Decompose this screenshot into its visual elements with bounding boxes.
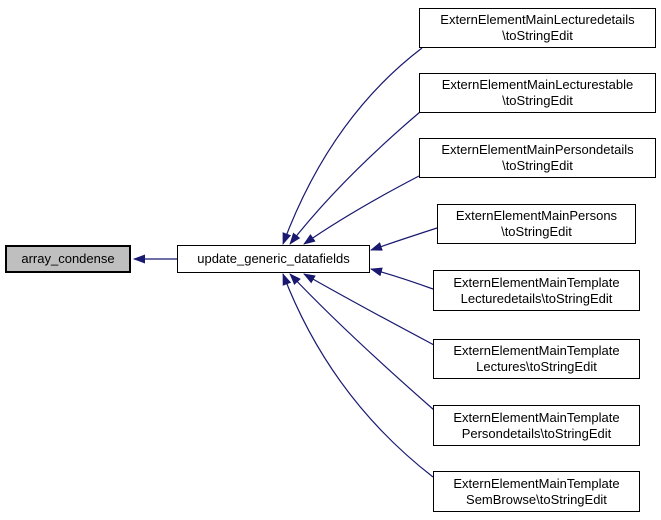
node-caller-lecturestable[interactable]: ExternElementMainLecturestable \toString… [419, 73, 656, 113]
edge-caller-8-to-center [282, 273, 434, 478]
node-update-generic-datafields[interactable]: update_generic_datafields [177, 245, 370, 273]
edge-caller-6-to-center [303, 273, 435, 346]
node-caller-template-lecturedetails[interactable]: ExternElementMainTemplate Lecturedetails… [433, 270, 640, 311]
edge-caller-3-to-center [303, 175, 420, 245]
node-caller-persondetails[interactable]: ExternElementMainPersondetails \toString… [419, 138, 656, 178]
node-caller-persons[interactable]: ExternElementMainPersons \toStringEdit [437, 204, 636, 244]
node-caller-template-lectures[interactable]: ExternElementMainTemplate Lectures\toStr… [433, 339, 640, 379]
edge-caller-1-to-center [282, 47, 423, 245]
node-caller-lecturedetails[interactable]: ExternElementMainLecturedetails \toStrin… [419, 8, 656, 48]
edge-caller-4-to-center [370, 227, 438, 251]
edge-caller-2-to-center [289, 111, 421, 245]
node-array-condense: array_condense [5, 245, 131, 273]
node-caller-template-sembrowse[interactable]: ExternElementMainTemplate SemBrowse\toSt… [433, 471, 640, 512]
edge-caller-7-to-center [289, 273, 435, 411]
node-caller-template-persondetails[interactable]: ExternElementMainTemplate Persondetails\… [433, 405, 640, 446]
edge-caller-5-to-center [370, 267, 434, 290]
